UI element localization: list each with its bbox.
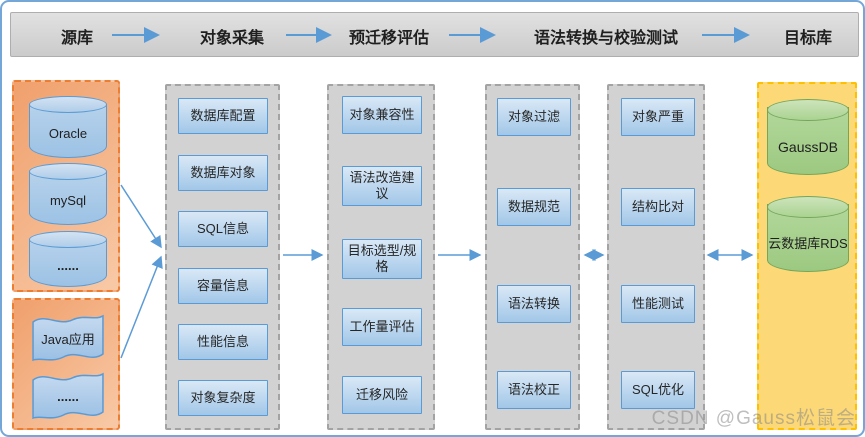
database-label: Oracle <box>48 125 88 141</box>
collection-item: 性能信息 <box>178 324 268 360</box>
cylinder-body <box>29 104 107 158</box>
source-databases-group: Oracle mySql ...... <box>12 80 120 292</box>
assessment-column: 对象兼容性 语法改造建议 目标选型/规格 工作量评估 迁移风险 <box>327 84 435 430</box>
wave-shape <box>32 314 104 362</box>
target-databases-group: GaussDB 云数据库RDS <box>757 82 857 430</box>
arrow-apps-to-collection <box>120 255 163 359</box>
assessment-item: 目标选型/规格 <box>342 239 422 279</box>
conversion-item: 语法转换 <box>497 285 571 323</box>
app-shape-java: Java应用 <box>30 311 106 365</box>
cylinder-top <box>29 163 107 180</box>
verification-item: 结构比对 <box>621 188 695 226</box>
cylinder-top <box>29 96 107 113</box>
conversion-column: 对象过滤 数据规范 语法转换 语法校正 <box>485 84 580 430</box>
database-cylinder-gaussdb: GaussDB <box>767 99 849 175</box>
stage-source-label: 源库 <box>60 29 93 47</box>
cylinder-body <box>29 171 107 225</box>
database-label: mySql <box>49 192 87 208</box>
cylinder-top <box>29 231 107 248</box>
database-label: 云数据库RDS <box>768 235 848 251</box>
assessment-item: 迁移风险 <box>342 376 422 414</box>
collection-item: 对象复杂度 <box>178 380 268 416</box>
object-collection-column: 数据库配置 数据库对象 SQL信息 容量信息 性能信息 对象复杂度 <box>165 84 280 430</box>
csdn-watermark: CSDN @Gauss松鼠会 <box>651 408 856 429</box>
assessment-item: 对象兼容性 <box>342 96 422 134</box>
arrow-databases-to-collection <box>120 184 162 249</box>
cylinder-top <box>767 99 849 121</box>
stage-target-label: 目标库 <box>783 29 832 47</box>
assessment-item: 语法改造建议 <box>342 166 422 206</box>
stage-collection-label: 对象采集 <box>199 29 264 47</box>
verification-item: 对象严重 <box>621 98 695 136</box>
database-cylinder-mysql: mySql <box>29 163 107 225</box>
conversion-item: 语法校正 <box>497 371 571 409</box>
database-cylinder-rds: 云数据库RDS <box>767 196 849 272</box>
database-cylinder-others: ...... <box>29 231 107 287</box>
app-label: ...... <box>57 388 79 404</box>
collection-item: SQL信息 <box>178 211 268 247</box>
collection-item: 数据库对象 <box>178 155 268 191</box>
assessment-item: 工作量评估 <box>342 308 422 346</box>
app-label: Java应用 <box>41 331 95 347</box>
app-shape-others: ...... <box>30 369 106 423</box>
cylinder-top <box>767 196 849 218</box>
conversion-item: 对象过滤 <box>497 98 571 136</box>
wave-shape <box>32 372 104 420</box>
database-label: GaussDB <box>778 138 838 155</box>
verification-item: SQL优化 <box>621 371 695 409</box>
stage-conversion-label: 语法转换与校验测试 <box>533 29 678 47</box>
database-label: ...... <box>57 257 79 273</box>
pipeline-header: 源库 对象采集 预迁移评估 语法转换与校验测试 目标库 <box>10 12 859 57</box>
verification-column: 对象严重 结构比对 性能测试 SQL优化 <box>607 84 705 430</box>
source-applications-group: Java应用 ...... <box>12 298 120 430</box>
database-cylinder-oracle: Oracle <box>29 96 107 158</box>
collection-item: 容量信息 <box>178 268 268 304</box>
verification-item: 性能测试 <box>621 285 695 323</box>
conversion-item: 数据规范 <box>497 188 571 226</box>
collection-item: 数据库配置 <box>178 98 268 134</box>
stage-assessment-label: 预迁移评估 <box>348 29 429 47</box>
